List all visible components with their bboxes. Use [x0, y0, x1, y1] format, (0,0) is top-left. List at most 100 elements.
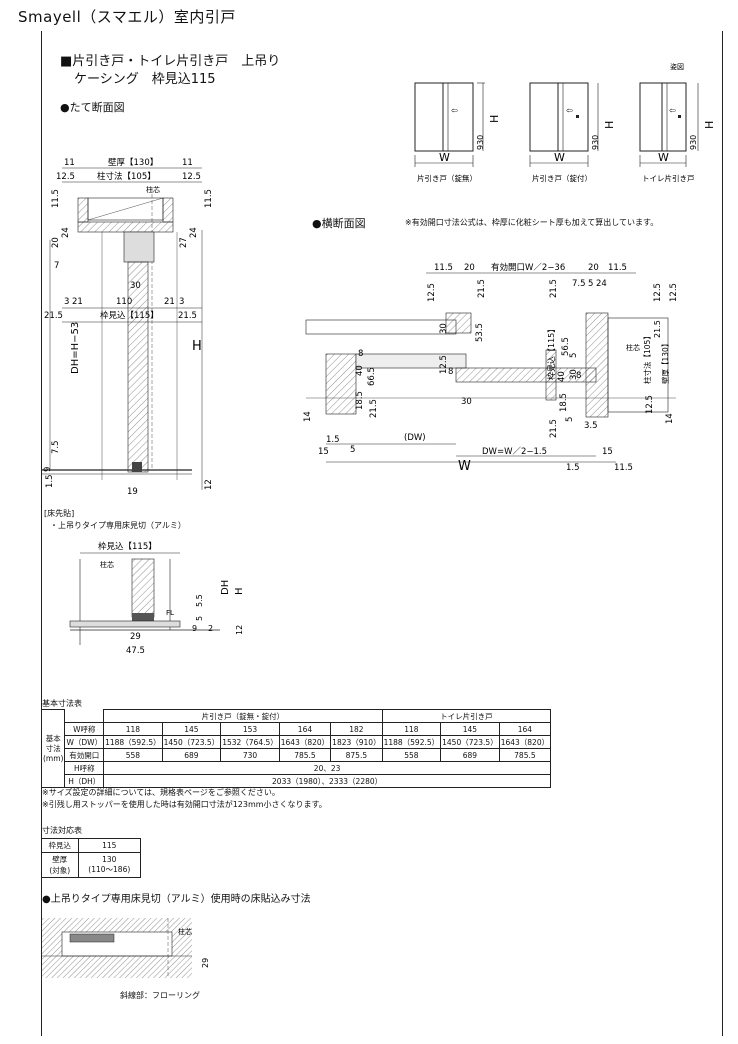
- spec-note-1: ※サイズ設定の詳細については、規格表ページをご参照ください。: [42, 788, 280, 797]
- hd-open: 有効開口W／2−36: [491, 262, 565, 273]
- elevation-toilet: ⇦ W H 930 トイレ片引き戸: [639, 82, 715, 183]
- elev3-930: 930: [689, 135, 698, 150]
- vd-125a: 12.5: [56, 172, 75, 182]
- vd-215a: 21.5: [44, 311, 63, 321]
- hd-125e: 12.5: [645, 395, 655, 414]
- section-floor: ●上吊りタイプ専用床見切（アルミ）使用時の床貼込み寸法: [42, 894, 311, 905]
- hd-pillar105: 柱寸法【105】: [642, 332, 652, 384]
- hd-215b: 21.5: [549, 279, 559, 298]
- hd-30b: 30: [461, 397, 472, 407]
- vd-21: 21: [72, 297, 83, 307]
- floor-bottom-caption: 斜線部：フローリング: [120, 991, 200, 1000]
- hd-5b: 5: [569, 353, 579, 358]
- vd-dh: DH=H−53: [70, 322, 81, 374]
- spec-group-left: 片引き戸（錠無・錠付）: [103, 709, 383, 723]
- elev1-930: 930: [476, 135, 485, 150]
- hd-35: 3.5: [584, 421, 598, 431]
- size-table-caption: 寸法対応表: [42, 826, 82, 835]
- figure-label: 姿図: [670, 62, 684, 71]
- page-title: Smayell（スマエル）室内引戸: [18, 8, 236, 26]
- hd-125d: 12.5: [669, 283, 679, 302]
- floor-bottom-detail: 柱芯 29: [42, 918, 210, 978]
- vd-9: 9: [43, 467, 53, 472]
- floor-detail-label: [床先貼]: [44, 509, 75, 518]
- vd-125b: 12.5: [182, 172, 201, 182]
- vd-115a: 11.5: [51, 189, 61, 208]
- fd-475: 47.5: [126, 646, 145, 656]
- elevation-single-locked: ⇦ W H 930 片引き戸（錠付）: [529, 82, 616, 183]
- svg-text:⇦: ⇦: [451, 106, 458, 115]
- fd-9: 9: [192, 624, 197, 633]
- hd-15c: 1.5: [566, 463, 580, 473]
- hd-215d: 21.5: [549, 419, 559, 438]
- vd-15: 1.5: [45, 474, 55, 488]
- hd-waku115: 枠見込【115】: [546, 325, 556, 380]
- fd-2: 2: [208, 624, 213, 633]
- fd-29: 29: [130, 632, 141, 642]
- fd-pillar: 柱芯: [100, 560, 114, 569]
- vd-12: 12: [204, 479, 214, 490]
- fd-fl: FL: [166, 609, 174, 617]
- hd-535: 53.5: [475, 323, 485, 342]
- vd-19: 19: [127, 487, 138, 497]
- floor-detail-desc: ・上吊りタイプ専用床見切（アルミ）: [50, 521, 186, 530]
- hd-wall130: 壁厚【130】: [660, 340, 670, 384]
- elev3-w: W: [658, 151, 669, 164]
- vd-115b: 11.5: [204, 189, 214, 208]
- vd-waku: 枠見込【115】: [100, 310, 159, 321]
- fd-waku: 枠見込【115】: [98, 541, 157, 552]
- vd-24: 24: [61, 227, 71, 238]
- elev2-930: 930: [591, 135, 600, 150]
- hd-215c: 21.5: [369, 399, 379, 418]
- vd-27: 27: [179, 237, 189, 248]
- spec-note-2: ※引残し用ストッパーを使用した時は有効開口寸法が123mm小さくなります。: [42, 800, 327, 809]
- elev2-w: W: [554, 151, 565, 164]
- elev1-caption: 片引き戸（錠無）: [417, 173, 477, 183]
- hd-15a: 1.5: [326, 435, 340, 445]
- fd-dh: DH: [220, 580, 231, 595]
- hd-115-top: 11.5: [434, 263, 453, 273]
- vd-7: 7: [54, 261, 59, 271]
- hd-40b: 40: [557, 371, 567, 382]
- spec-table-caption: 基本寸法表: [42, 699, 82, 708]
- vd-pillar: 柱寸法【105】: [97, 171, 156, 182]
- fb-pillar: 柱芯: [178, 927, 192, 936]
- vd-110: 110: [116, 297, 132, 307]
- hd-185: 18.5: [355, 391, 365, 410]
- vd-215b: 21.5: [178, 311, 197, 321]
- hd-w: W: [458, 459, 471, 473]
- hd-20-top: 20: [464, 263, 475, 273]
- hd-185b: 18.5: [559, 393, 569, 412]
- hd-pillar: 柱芯: [626, 343, 640, 352]
- hd-8c: 8: [576, 371, 581, 381]
- vd-wall: 壁厚【130】: [108, 157, 158, 168]
- hd-30: 30: [439, 323, 449, 334]
- vd-20: 20: [51, 237, 61, 248]
- vd-11a: 11: [64, 158, 75, 168]
- main-title-line1: ■片引き戸・トイレ片引き戸 上吊り: [60, 54, 281, 69]
- horizontal-note: ※有効開口寸法公式は、枠厚に化粧シート厚も加えて算出しています。: [405, 218, 659, 227]
- hd-15b: 15: [318, 447, 329, 457]
- elev1-h: H: [488, 115, 501, 123]
- spec-group-right: トイレ片引き戸: [381, 709, 552, 723]
- hd-215: 21.5: [477, 279, 487, 298]
- vd-30: 30: [130, 281, 141, 291]
- elev3-h: H: [703, 121, 715, 129]
- vd-3: 3: [64, 297, 69, 307]
- hd-5c: 5: [565, 417, 575, 422]
- hd-125b: 12.5: [439, 355, 449, 374]
- horizontal-section: 11.5 20 有効開口W／2−36 20 11.5 7.5 5 24 12.5…: [303, 262, 679, 473]
- elevation-single-unlocked: ⇦ W H 930 片引き戸（錠無）: [414, 82, 501, 183]
- fb-29: 29: [201, 958, 210, 968]
- hd-115b-top: 11.5: [608, 263, 627, 273]
- fd-5: 5: [195, 616, 204, 621]
- hd-14b: 14: [665, 413, 675, 424]
- table-row: H（DH） 2033（1980）、2333（2280）: [42, 774, 552, 788]
- hd-dw: (DW): [404, 433, 426, 443]
- vertical-section: 11 壁厚【130】 11 12.5 柱寸法【105】 12.5 柱芯 11.5…: [42, 157, 214, 497]
- fd-h: H: [234, 587, 245, 595]
- fd-12: 12: [235, 625, 244, 635]
- content-frame: [41, 31, 723, 1036]
- elev1-w: W: [439, 151, 450, 164]
